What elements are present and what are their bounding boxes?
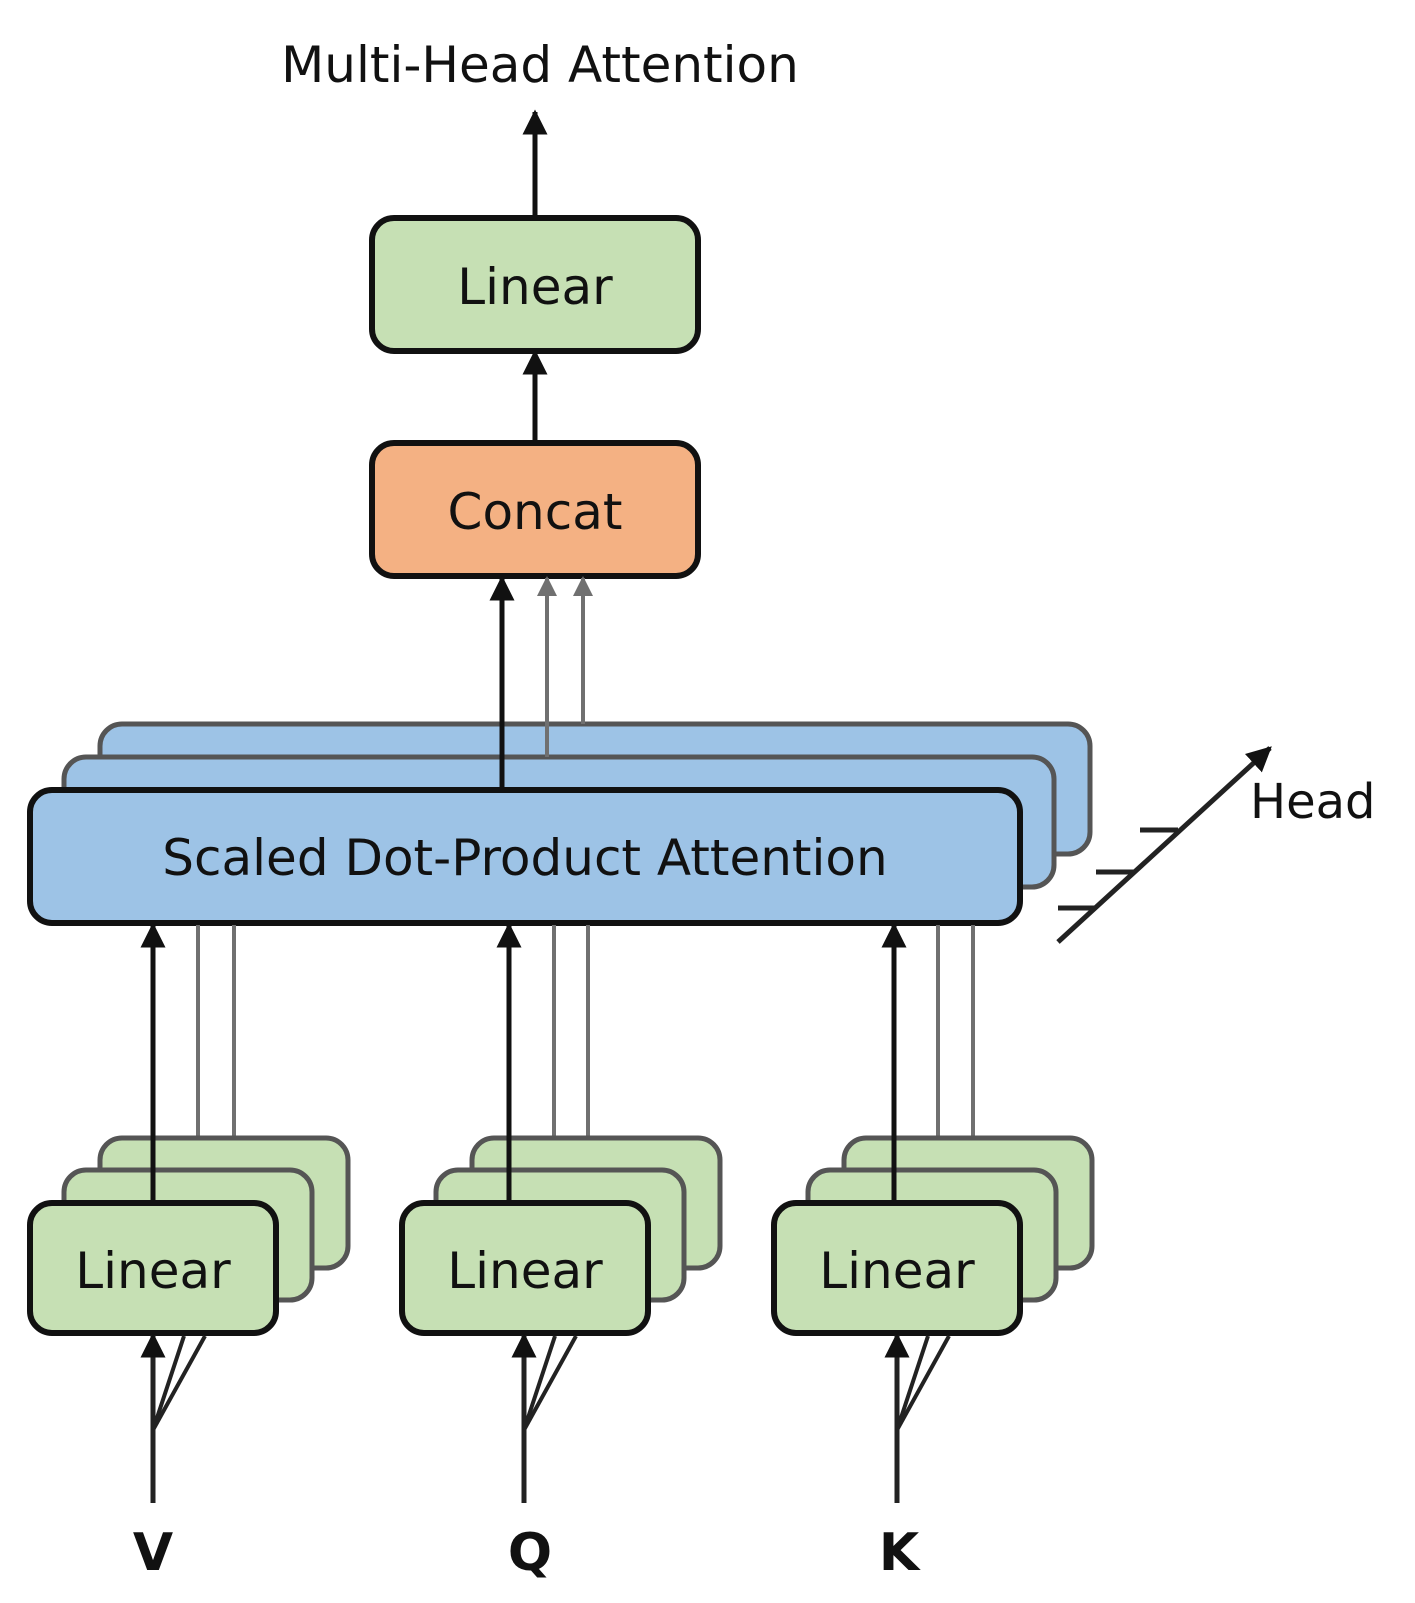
head-indicator: Head bbox=[1056, 746, 1376, 944]
v-input-label: V bbox=[133, 1523, 173, 1583]
q-fan-line-2 bbox=[522, 1335, 578, 1431]
v-linear-label: Linear bbox=[75, 1242, 231, 1300]
v-fan-line-1 bbox=[151, 1335, 186, 1431]
q-fan-line-1 bbox=[522, 1335, 557, 1431]
q-input-label: Q bbox=[508, 1523, 552, 1583]
concat-label: Concat bbox=[448, 483, 623, 541]
k-input-label: K bbox=[879, 1523, 921, 1583]
input-column-q: Linear Q bbox=[399, 922, 723, 1583]
concat-box: Concat bbox=[369, 440, 701, 579]
attention-box: Scaled Dot-Product Attention bbox=[27, 787, 1023, 926]
k-linear-label: Linear bbox=[819, 1242, 975, 1300]
output-linear-label: Linear bbox=[457, 258, 613, 316]
k-fan-line-1 bbox=[895, 1335, 930, 1431]
head-label: Head bbox=[1250, 774, 1376, 830]
attention-label: Scaled Dot-Product Attention bbox=[162, 829, 887, 887]
q-linear-label: Linear bbox=[447, 1242, 603, 1300]
v-fan-line-2 bbox=[151, 1335, 207, 1431]
input-column-v: Linear V bbox=[27, 922, 351, 1583]
input-column-k: Linear K bbox=[771, 922, 1095, 1583]
output-linear-box: Linear bbox=[369, 215, 701, 354]
k-fan-line-2 bbox=[895, 1335, 951, 1431]
diagram-title: Multi-Head Attention bbox=[281, 36, 799, 94]
